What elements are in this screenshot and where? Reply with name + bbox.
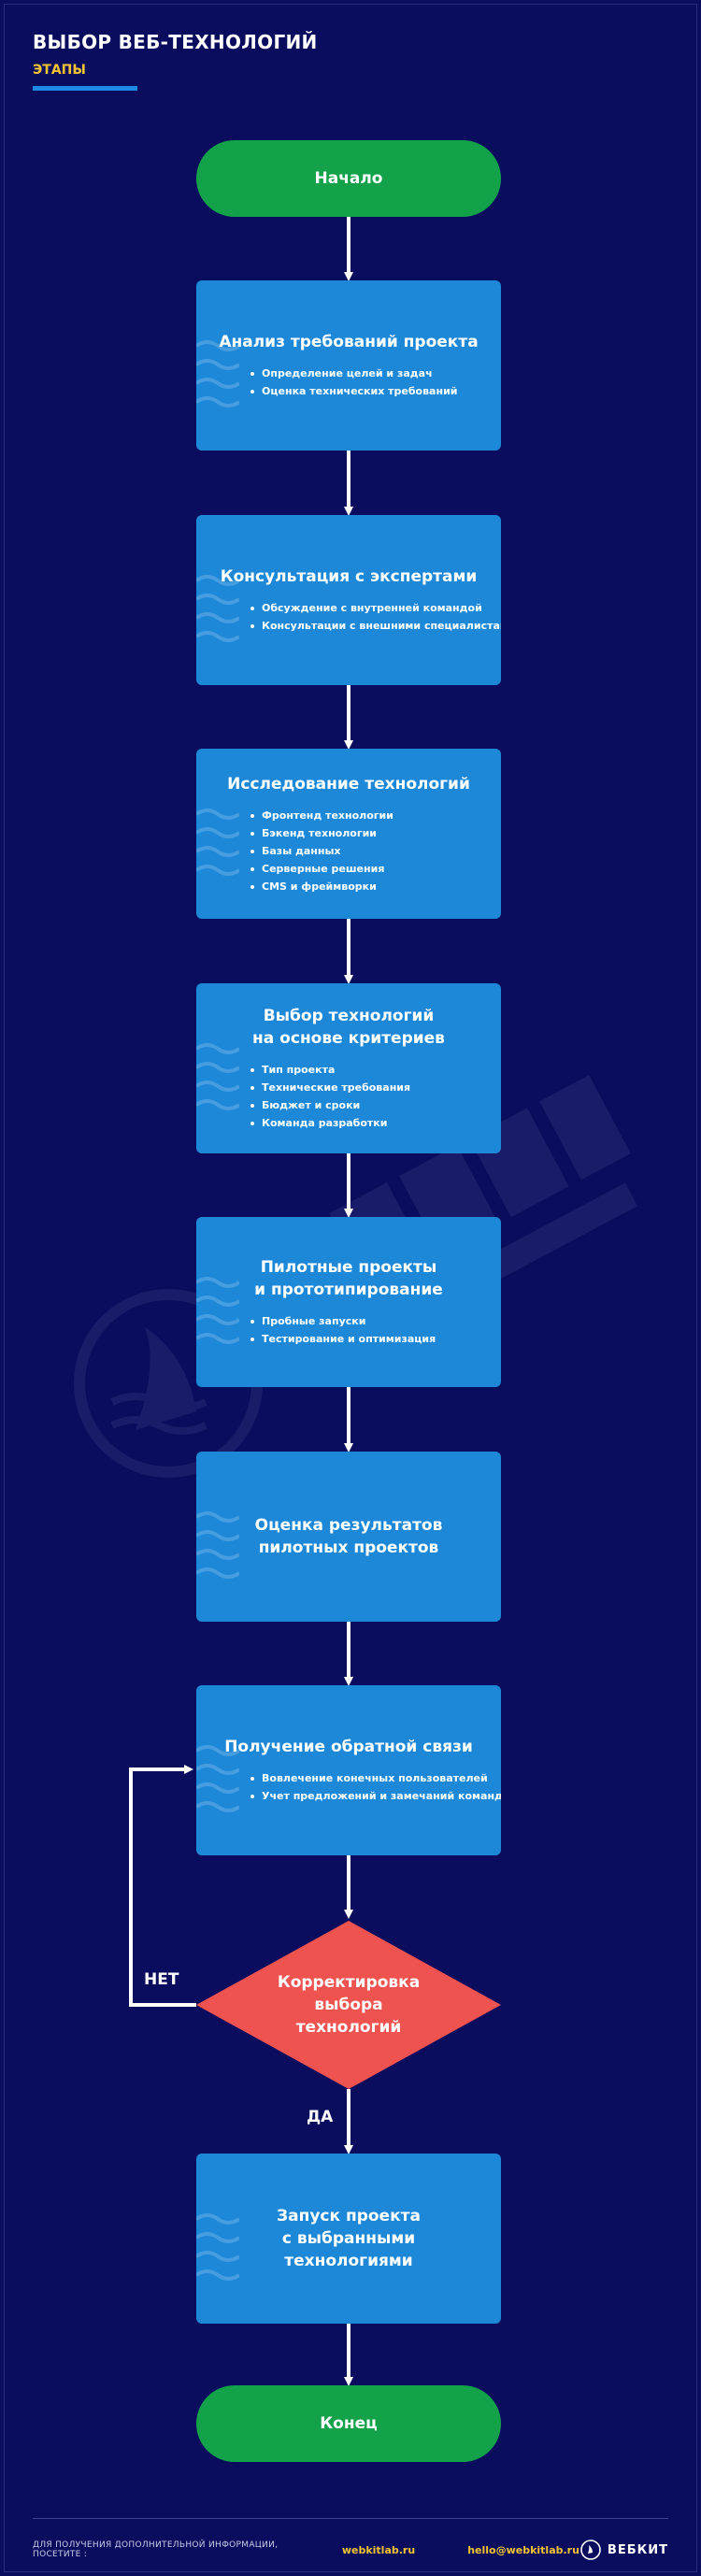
step-item: Консультации с внешними специалистами — [249, 617, 501, 635]
step-title: Анализ требований проекта — [219, 333, 479, 351]
header: ВЫБОР ВЕБ-ТЕХНОЛОГИЙ ЭТАПЫ — [33, 30, 318, 91]
step-items: Определение целей и задач Оценка техниче… — [249, 365, 480, 400]
wave-decor-icon — [196, 809, 239, 876]
footer-brand: ВЕБКИТ — [579, 2539, 668, 2561]
step-title: Выбор технологий на основе критериев — [252, 1007, 445, 1048]
step-requirements-analysis: Анализ требований проекта Определение це… — [196, 280, 501, 451]
step-feedback: Получение обратной связи Вовлечение коне… — [196, 1685, 501, 1855]
footer-brand-name: ВЕБКИТ — [607, 2542, 668, 2557]
step-title: Консультация с экспертами — [220, 567, 478, 586]
step-item: Бюджет и сроки — [249, 1096, 480, 1114]
step-title: Получение обратной связи — [224, 1738, 473, 1756]
step-item: Фронтенд технологии — [249, 807, 480, 824]
step-item: Вовлечение конечных пользователей — [249, 1769, 488, 1787]
decision-label: Корректировка выбора технологий — [277, 1973, 421, 2037]
step-items: Фронтенд технологии Бэкенд технологии Ба… — [249, 807, 480, 895]
step-technology-selection: Выбор технологий на основе критериев Тип… — [196, 983, 501, 1153]
step-item: Базы данных — [249, 842, 480, 860]
step-item: Серверные решения — [249, 860, 480, 878]
step-pilot-evaluation: Оценка результатов пилотных проектов — [196, 1452, 501, 1622]
step-item: Пробные запуски — [249, 1312, 480, 1330]
step-technology-research: Исследование технологий Фронтенд техноло… — [196, 749, 501, 919]
step-items: Тип проекта Технические требования Бюдже… — [249, 1061, 480, 1132]
step-item: Тип проекта — [249, 1061, 480, 1079]
decision-diamond — [196, 1921, 501, 2089]
footer-info: ДЛЯ ПОЛУЧЕНИЯ ДОПОЛНИТЕЛЬНОЙ ИНФОРМАЦИИ,… — [33, 2540, 279, 2559]
page-subtitle: ЭТАПЫ — [33, 63, 86, 78]
step-items: Обсуждение с внутренней командой Консуль… — [249, 599, 501, 635]
page-title: ВЫБОР ВЕБ-ТЕХНОЛОГИЙ — [33, 31, 318, 53]
brand-logo-icon — [580, 2540, 601, 2560]
start-node: Начало — [196, 140, 501, 217]
step-item: Тестирование и оптимизация — [249, 1330, 480, 1348]
wave-decor-icon — [196, 1277, 239, 1344]
step-project-launch: Запуск проекта с выбранными технологиями — [196, 2154, 501, 2324]
wave-decor-icon — [196, 1745, 239, 1812]
footer-email-link[interactable]: hello@webkitlab.ru — [467, 2543, 579, 2556]
step-items: Пробные запуски Тестирование и оптимизац… — [249, 1312, 480, 1348]
step-item: Обсуждение с внутренней командой — [249, 599, 482, 617]
wave-decor-icon — [196, 340, 239, 408]
step-items: Вовлечение конечных пользователей Учет п… — [249, 1769, 501, 1805]
branch-no-label: НЕТ — [144, 1970, 179, 1989]
wave-decor-icon — [196, 1043, 239, 1110]
footer: ДЛЯ ПОЛУЧЕНИЯ ДОПОЛНИТЕЛЬНОЙ ИНФОРМАЦИИ,… — [33, 2533, 668, 2567]
step-item: Определение целей и задач — [249, 365, 480, 382]
footer-site-link[interactable]: webkitlab.ru — [341, 2543, 416, 2556]
step-item: Технические требования — [249, 1079, 480, 1096]
wave-decor-icon — [196, 1511, 239, 1579]
arrow-no-loop — [129, 1765, 196, 2007]
step-item: Бэкенд технологии — [249, 824, 480, 842]
step-expert-consultation: Консультация с экспертами Обсуждение с в… — [196, 515, 501, 685]
step-title: Исследование технологий — [227, 774, 470, 794]
wave-decor-icon — [196, 575, 239, 642]
step-title: Запуск проекта с выбранными технологиями — [277, 2207, 421, 2270]
step-item: Команда разработки — [249, 1114, 480, 1132]
step-item: Оценка технических требований — [249, 382, 480, 400]
title-underline — [33, 86, 137, 91]
end-node: Конец — [196, 2385, 501, 2462]
step-title: Пилотные проекты и прототипирование — [254, 1258, 443, 1299]
step-item: Учет предложений и замечаний команды — [249, 1787, 501, 1805]
footer-divider — [33, 2518, 668, 2519]
branch-yes-label: ДА — [307, 2108, 334, 2126]
wave-decor-icon — [196, 2213, 239, 2281]
step-item: CMS и фреймворки — [249, 878, 480, 895]
step-pilot-projects: Пилотные проекты и прототипирование Проб… — [196, 1217, 501, 1387]
step-title: Оценка результатов пилотных проектов — [254, 1516, 443, 1557]
